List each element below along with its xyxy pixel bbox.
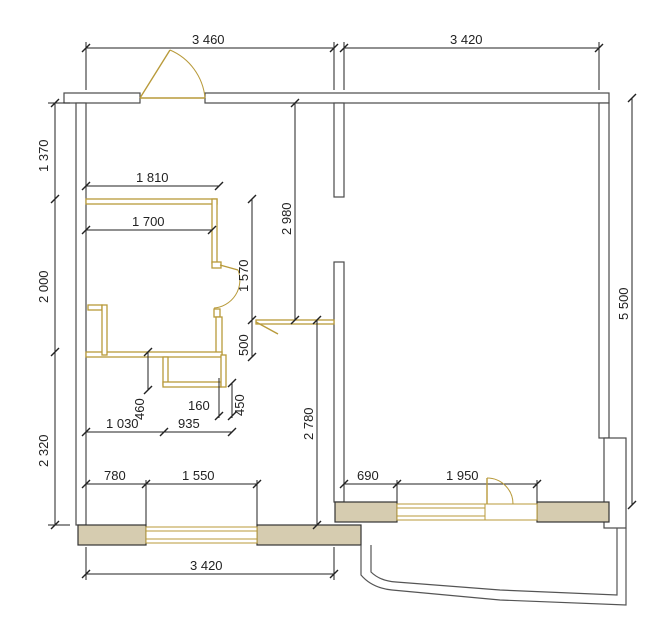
wall-center-upper — [333, 102, 345, 198]
dim-inner-1030: 1 030 — [106, 416, 139, 431]
dim-inner-1700: 1 700 — [132, 214, 165, 229]
dim-left-upper: 1 370 — [36, 139, 51, 172]
dim-inner-2980: 2 980 — [279, 202, 294, 235]
dim-inner-2780: 2 780 — [301, 407, 316, 440]
wall-right — [598, 102, 610, 439]
dim-left-lower: 2 320 — [36, 434, 51, 467]
dim-inner-690: 690 — [357, 468, 379, 483]
dim-bottom: 3 420 — [190, 558, 223, 573]
dim-inner-1810: 1 810 — [136, 170, 169, 185]
dim-inner-1570: 1 570 — [236, 259, 251, 292]
wall-top-right — [204, 92, 610, 104]
walls — [63, 92, 627, 529]
bathroom-partitions — [85, 198, 335, 388]
balcony-door-swing — [486, 477, 514, 505]
wall-left — [75, 102, 87, 526]
pier-right-2 — [536, 501, 610, 523]
dim-inner-450: 450 — [232, 394, 247, 416]
dimension-lines — [48, 42, 637, 580]
window-bottom — [145, 526, 258, 544]
entrance-door — [139, 49, 206, 99]
dim-left-middle: 2 000 — [36, 270, 51, 303]
dim-top-left: 3 460 — [192, 32, 225, 47]
pier-bottom-mid — [256, 524, 362, 546]
dim-right-full: 5 500 — [616, 287, 631, 320]
balcony — [360, 528, 627, 606]
dim-top-right: 3 420 — [450, 32, 483, 47]
dim-inner-1550: 1 550 — [182, 468, 215, 483]
dim-inner-780: 780 — [104, 468, 126, 483]
balcony-door-frame — [484, 503, 538, 521]
wall-top-left — [63, 92, 141, 104]
wall-center-lower — [333, 261, 345, 503]
pier-right-1 — [334, 501, 398, 523]
dim-inner-935: 935 — [178, 416, 200, 431]
dim-inner-160: 160 — [188, 398, 210, 413]
dim-inner-460: 460 — [132, 398, 147, 420]
windows — [145, 503, 538, 544]
pier-bottom-left — [77, 524, 147, 546]
dim-inner-500: 500 — [236, 334, 251, 356]
dim-inner-1950: 1 950 — [446, 468, 479, 483]
window-balcony-door — [396, 503, 486, 521]
dimension-labels: 3 460 3 420 1 370 2 000 2 320 5 500 3 42… — [36, 32, 631, 573]
